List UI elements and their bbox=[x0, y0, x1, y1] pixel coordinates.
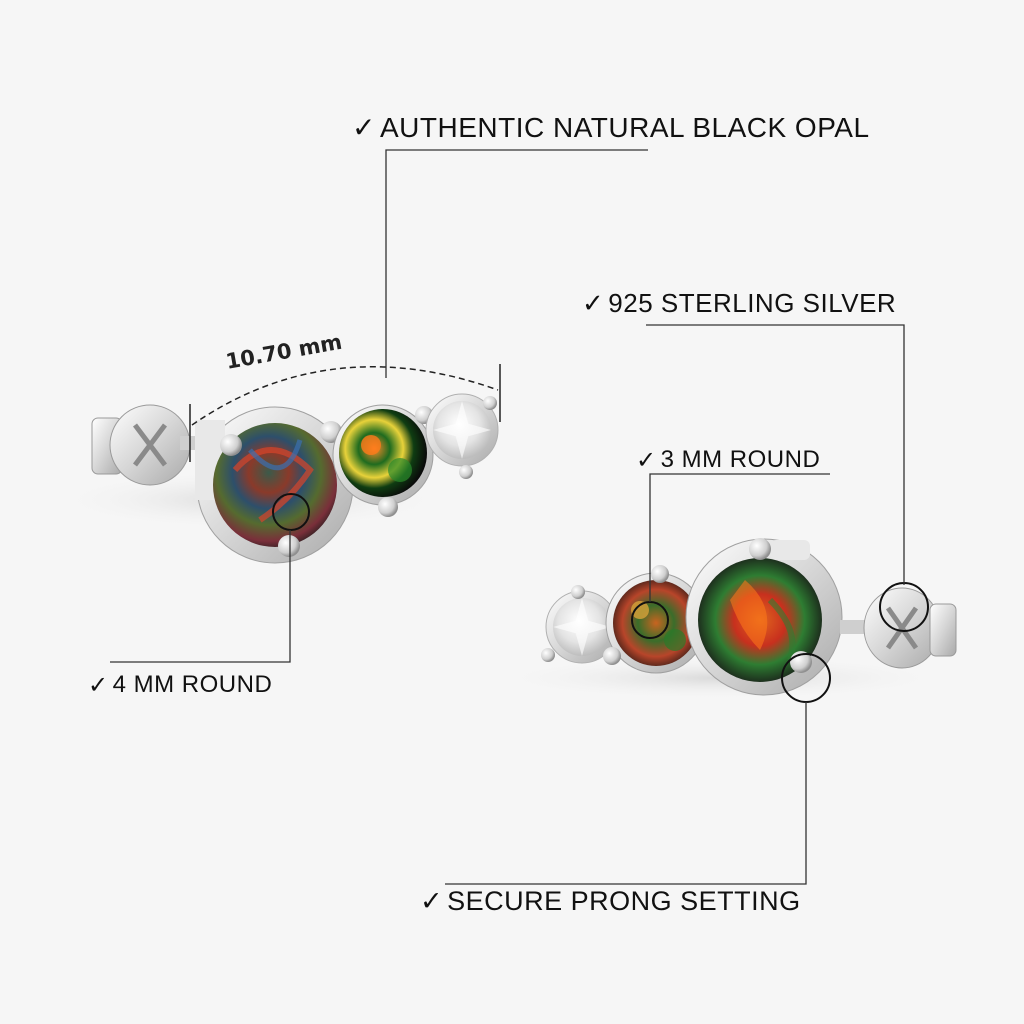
callout-opal-type: ✓ AUTHENTIC NATURAL BLACK OPAL bbox=[352, 111, 870, 144]
prong bbox=[378, 497, 398, 517]
large-opal-stone bbox=[213, 423, 337, 547]
prong bbox=[603, 647, 621, 665]
highlight-circle bbox=[272, 493, 310, 531]
leader-prong bbox=[445, 702, 807, 885]
left-diamond-accent bbox=[425, 393, 499, 479]
callout-text: 925 STERLING SILVER bbox=[608, 288, 897, 318]
leader-3mm bbox=[649, 473, 830, 602]
leader-silver bbox=[646, 324, 905, 585]
small-opal-stone bbox=[339, 409, 427, 497]
check-icon: ✓ bbox=[352, 111, 376, 144]
prong bbox=[651, 565, 669, 583]
callout-large-stone: ✓ 4 MM ROUND bbox=[88, 671, 272, 699]
callout-text: 4 MM ROUND bbox=[112, 671, 273, 698]
left-earring bbox=[50, 364, 501, 564]
prong bbox=[220, 434, 242, 456]
right-earring bbox=[490, 538, 957, 703]
callout-metal: ✓ 925 STERLING SILVER bbox=[582, 288, 896, 319]
callout-leader-lines bbox=[110, 149, 905, 885]
callout-text: SECURE PRONG SETTING bbox=[447, 886, 801, 916]
right-diamond-accent bbox=[541, 585, 619, 664]
callout-small-stone: ✓ 3 MM ROUND bbox=[636, 446, 820, 474]
check-icon: ✓ bbox=[636, 446, 657, 474]
left-small-stone-setting bbox=[332, 404, 434, 517]
check-icon: ✓ bbox=[88, 671, 109, 699]
dimension-indicator bbox=[189, 364, 501, 462]
leader-opal bbox=[385, 149, 648, 378]
right-earring-back bbox=[840, 582, 957, 669]
prong bbox=[278, 535, 300, 557]
prong bbox=[749, 538, 771, 560]
right-large-stone-setting bbox=[685, 538, 843, 703]
callout-setting: ✓ SECURE PRONG SETTING bbox=[420, 886, 801, 917]
callout-text: 3 MM ROUND bbox=[660, 446, 821, 473]
leader-4mm bbox=[110, 530, 291, 663]
check-icon: ✓ bbox=[420, 886, 444, 917]
callout-text: AUTHENTIC NATURAL BLACK OPAL bbox=[379, 111, 870, 143]
right-small-stone-setting bbox=[603, 565, 707, 674]
left-large-stone-setting bbox=[195, 406, 354, 564]
check-icon: ✓ bbox=[582, 288, 605, 319]
